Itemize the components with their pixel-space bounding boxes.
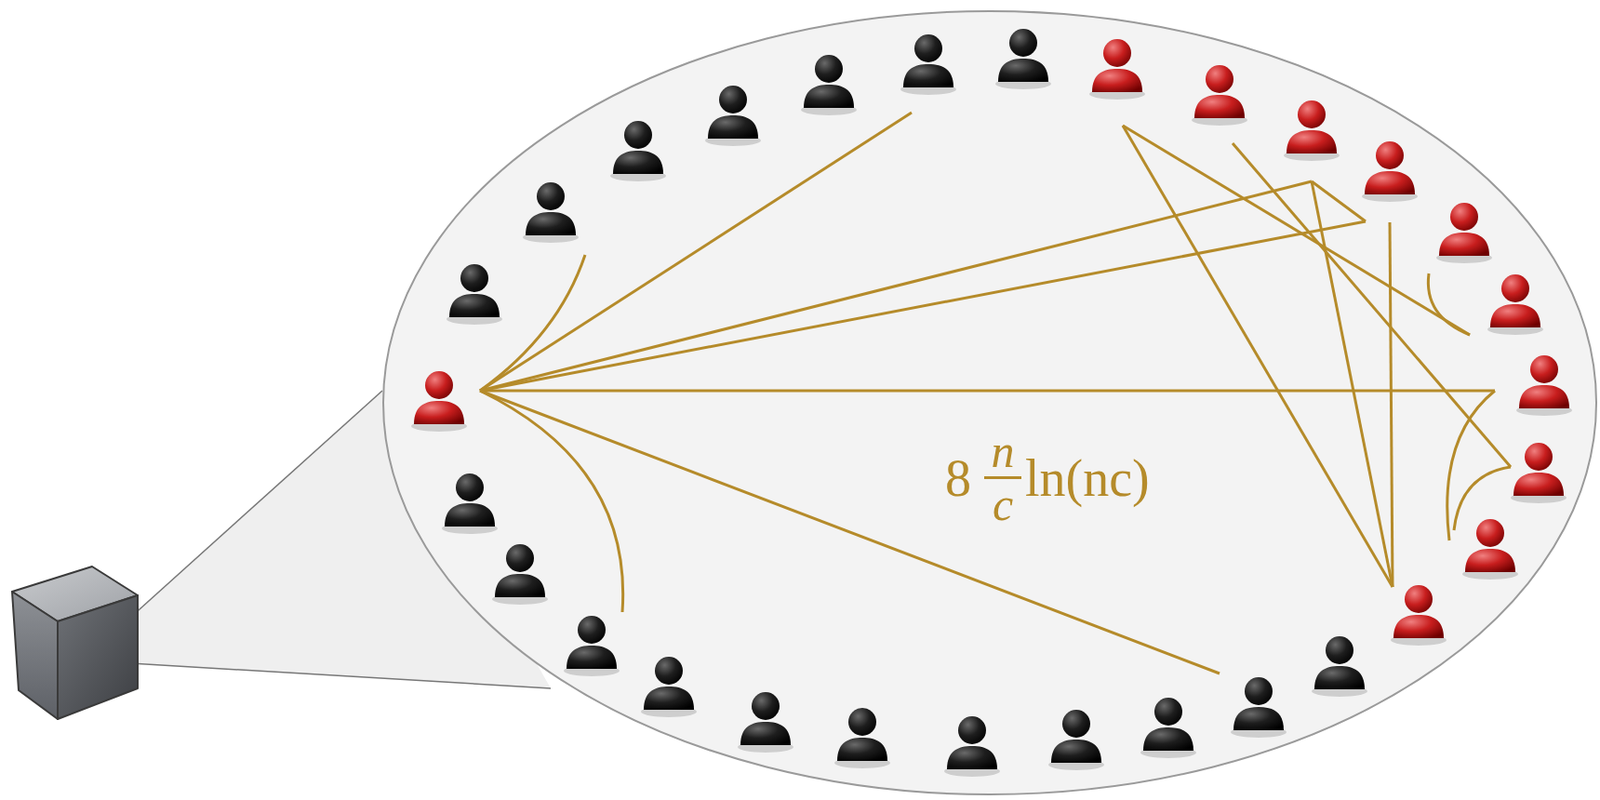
person-black [441, 473, 498, 534]
person-red [1191, 65, 1248, 126]
person-black [610, 120, 667, 182]
network-ellipse [383, 11, 1597, 795]
person-red [1436, 202, 1493, 264]
cube [12, 566, 138, 720]
person-black [995, 28, 1052, 90]
person-red [1462, 519, 1519, 580]
person-red [1516, 355, 1573, 416]
person-black [1140, 697, 1197, 759]
person-black [492, 544, 548, 605]
person-black [1311, 636, 1368, 697]
person-red [411, 371, 467, 432]
person-black [944, 716, 1000, 777]
person-black [1048, 709, 1105, 771]
person-black [834, 707, 891, 769]
person-red [1283, 100, 1340, 161]
person-black [1230, 677, 1287, 738]
person-red [1361, 141, 1418, 202]
person-red [1510, 442, 1567, 504]
person-black [563, 615, 620, 677]
fraction-numerator: n [991, 427, 1015, 475]
link-lines [480, 112, 1511, 674]
fraction: n c [984, 427, 1022, 528]
person-red [1089, 39, 1146, 100]
cone-edge [130, 390, 383, 618]
person-black [640, 656, 697, 718]
formula: 8 n c ln(nc) [939, 426, 1156, 530]
formula-log: ln(nc) [1025, 452, 1150, 505]
person-black [705, 85, 761, 147]
person-black [800, 54, 857, 116]
cone-edge [130, 663, 551, 689]
fraction-denominator: c [992, 480, 1014, 528]
person-black [446, 264, 503, 325]
person-black [737, 692, 794, 753]
people [411, 28, 1573, 777]
fraction-bar [984, 476, 1022, 480]
person-red [1390, 585, 1447, 646]
person-black [900, 34, 957, 95]
person-black [522, 182, 579, 243]
formula-coefficient: 8 [945, 452, 972, 505]
person-red [1487, 274, 1544, 335]
